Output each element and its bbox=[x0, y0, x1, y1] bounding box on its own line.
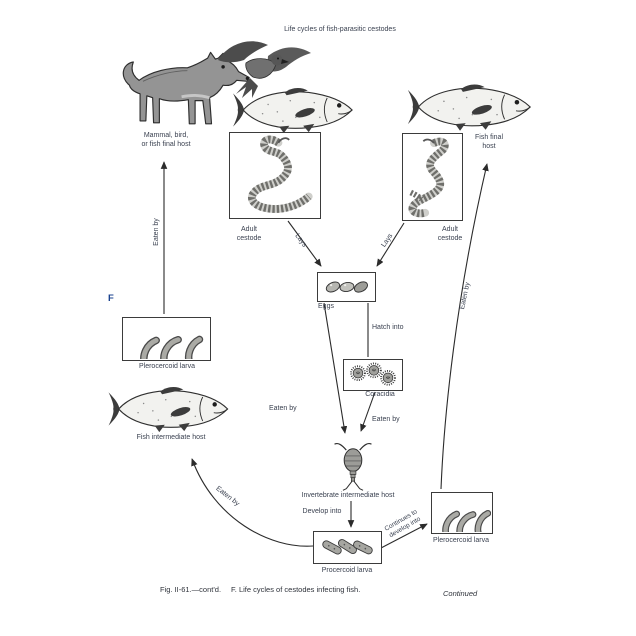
caption-continued: Continued bbox=[443, 589, 478, 598]
label-mammal-final-host: Mammal, bird, or fish final host bbox=[141, 132, 191, 148]
label-eaten-by-eggs: Eaten by bbox=[269, 405, 297, 412]
coracidia-box bbox=[343, 359, 403, 391]
label-fish-final-host: Fish final host bbox=[474, 134, 504, 150]
label-fish-intermediate-host: Fish intermediate host bbox=[136, 434, 206, 441]
procercoid-larvae-icon bbox=[321, 537, 374, 556]
label-eggs: Eggs bbox=[318, 303, 334, 310]
arrow-eggs-eaten-by-copepod bbox=[323, 302, 348, 434]
panel-letter-f: F bbox=[108, 293, 114, 304]
final-host-fish-right-icon bbox=[407, 83, 531, 132]
caption-fig-label: Fig. II-61.—cont'd. bbox=[160, 585, 222, 594]
plerocercoid-larva-box-left bbox=[122, 317, 211, 361]
label-eaten-by-final-host: Eaten by bbox=[152, 218, 160, 246]
label-adult-cestode-left: Adult cestode bbox=[236, 226, 262, 242]
intermediate-host-fish-icon bbox=[107, 386, 229, 433]
label-eaten-by-coracidia: Eaten by bbox=[372, 416, 400, 423]
plerocercoid-larvae-icon bbox=[432, 493, 491, 532]
arrow-procercoid-eaten-by-intermediate-fish bbox=[191, 458, 314, 547]
label-lays-left: Lays bbox=[293, 232, 308, 249]
label-coracidia: Coracidia bbox=[365, 391, 395, 398]
label-eaten-by-final-fish: Eaten by bbox=[458, 281, 472, 311]
adult-cestode-box-right bbox=[402, 133, 463, 221]
tapeworm-icon bbox=[408, 137, 449, 218]
label-lays-right: Lays bbox=[380, 232, 395, 249]
figure-caption: Fig. II-61.—cont'd. F. Life cycles of ces… bbox=[160, 585, 360, 594]
eggs-box bbox=[317, 272, 376, 302]
label-plerocercoid-larva-right: Plerocercoid larva bbox=[432, 537, 490, 544]
label-develop-into: Develop into bbox=[302, 508, 342, 515]
label-plerocercoid-larva-left: Plerocercoid larva bbox=[138, 363, 196, 370]
label-procercoid-larva: Procercoid larva bbox=[321, 567, 373, 574]
label-invertebrate-intermediate-host: Invertebrate intermediate host bbox=[301, 492, 395, 499]
caption-text: F. Life cycles of cestodes infecting fis… bbox=[231, 585, 361, 594]
procercoid-larva-box bbox=[313, 531, 382, 564]
plerocercoid-larva-box-right bbox=[431, 492, 493, 534]
label-hatch-into: Hatch into bbox=[372, 324, 404, 331]
label-continues-to-develop-into: Continues to develop into bbox=[383, 508, 422, 539]
coracidia-icon bbox=[350, 362, 396, 386]
copepod-icon bbox=[333, 442, 373, 491]
tapeworm-icon bbox=[248, 135, 313, 213]
label-adult-cestode-right: Adult cestode bbox=[437, 226, 463, 242]
eggs-icon bbox=[325, 281, 368, 293]
figure-title: Life cycles of fish-parasitic cestodes bbox=[284, 26, 396, 33]
final-host-fish-icon bbox=[232, 87, 353, 134]
plerocercoid-larvae-icon bbox=[123, 318, 209, 359]
label-eaten-by-intermediate-fish: Eaten by bbox=[214, 485, 241, 508]
adult-cestode-box-left bbox=[229, 132, 321, 219]
